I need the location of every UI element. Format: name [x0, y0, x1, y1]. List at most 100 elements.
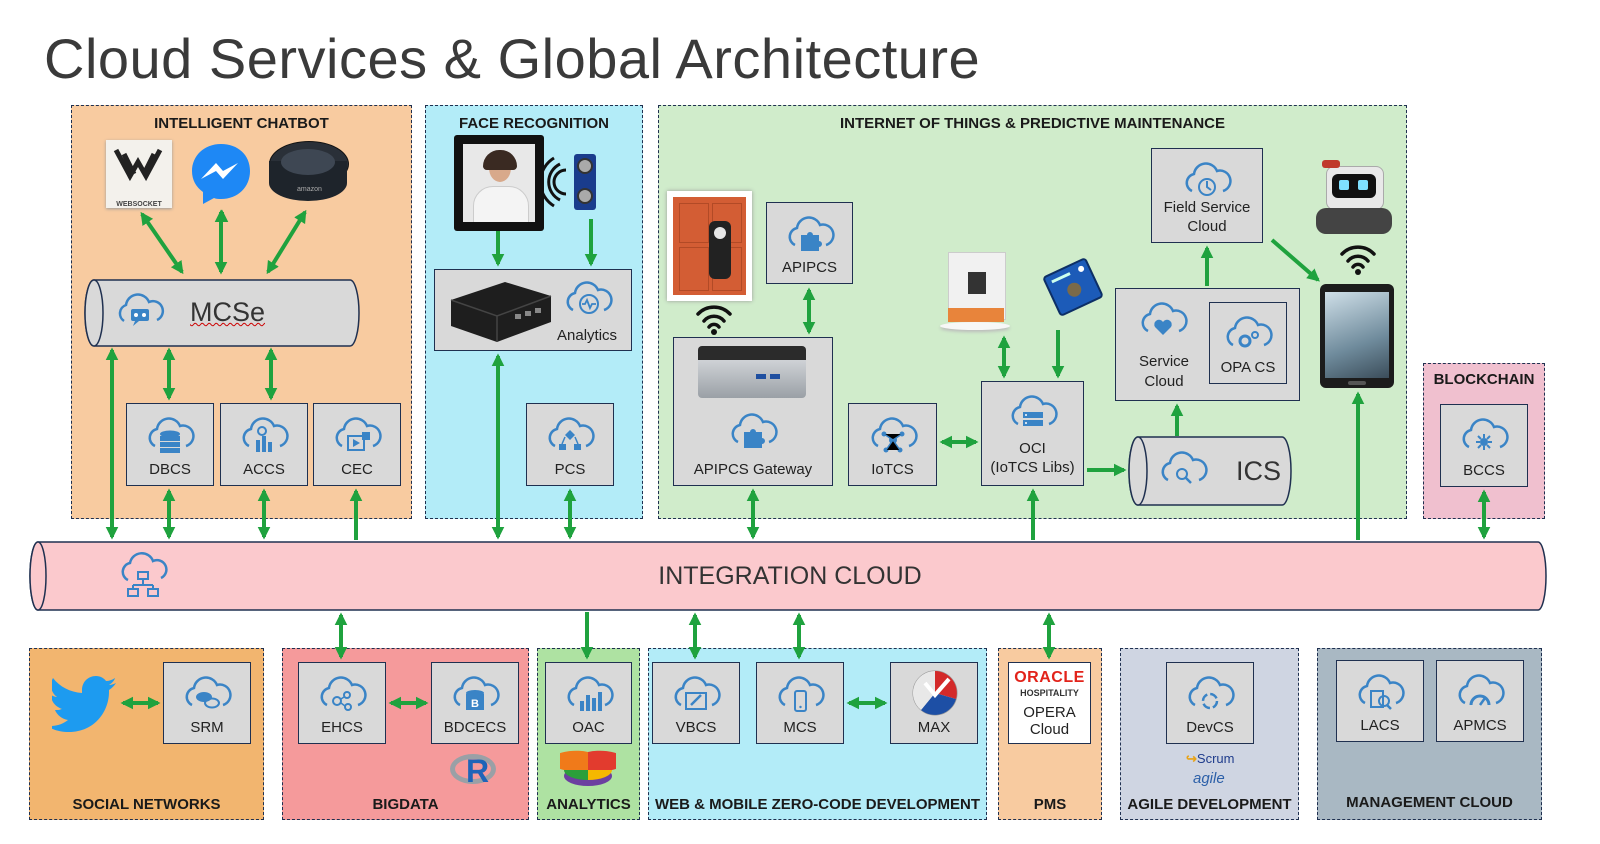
tablet-icon [1320, 284, 1394, 388]
panel-label: PMS [1033, 796, 1067, 813]
oci-line1: OCI [1019, 440, 1046, 457]
raspberry-box-icon [450, 282, 552, 342]
node-label: Analytics [557, 327, 618, 344]
wifi-icon [696, 305, 732, 335]
node-vbcs[interactable]: VBCS [652, 662, 740, 744]
mcse-cylinder [84, 279, 360, 347]
sensor-icon [544, 154, 596, 210]
node-ehcs[interactable]: EHCS [298, 662, 386, 744]
max-logo [912, 670, 958, 716]
node-label: SRM [190, 719, 224, 736]
node-label: DBCS [149, 461, 191, 478]
cloud-gear-icon [1226, 316, 1273, 348]
cloud-devops-icon [1188, 676, 1235, 710]
node-label: MCS [783, 719, 817, 736]
robot-icon [1312, 160, 1396, 240]
node-label: BCCS [1463, 462, 1505, 479]
node-label: PCS [554, 461, 586, 478]
node-pcs[interactable]: PCS [526, 403, 614, 486]
websocket-logo: WEBSOCKET [106, 140, 172, 208]
node-apipcs[interactable]: APIPCS [766, 202, 853, 284]
node-label: MAX [917, 719, 951, 736]
node-oac[interactable]: OAC [545, 662, 632, 744]
cloud-database-icon [148, 417, 195, 453]
node-label: APMCS [1453, 717, 1507, 734]
r-logo-letter: R [466, 753, 490, 789]
node-apipcs-gateway[interactable]: APIPCS Gateway [673, 337, 833, 486]
cloud-app-icon [242, 417, 289, 452]
node-label: APIPCS Gateway [693, 461, 813, 478]
cloud-hadoop-icon [320, 676, 367, 711]
node-label: DevCS [1186, 719, 1234, 736]
node-label: OCI (IoTCS Libs) [982, 439, 1083, 477]
field-service-line2: Cloud [1187, 218, 1227, 235]
node-devcs[interactable]: DevCS [1166, 662, 1254, 744]
node-label: BDCECS [443, 719, 507, 736]
service-cloud-line1: Service [1138, 353, 1190, 370]
twitter-icon [52, 676, 116, 732]
ics-label: ICS [1236, 456, 1282, 486]
node-label: LACS [1360, 717, 1400, 734]
cloud-chart-icon [567, 676, 614, 711]
echo-dot-icon: amazon [269, 141, 349, 205]
node-accs[interactable]: ACCS [220, 403, 308, 486]
panel-label: BIGDATA [372, 796, 439, 813]
node-lacs[interactable]: LACS [1336, 660, 1424, 742]
agile-logo: agile [1193, 770, 1225, 787]
field-service-line1: Field Service [1163, 199, 1251, 216]
node-srm[interactable]: SRM [163, 662, 251, 744]
svg-text:B: B [471, 698, 479, 710]
node-label: CEC [341, 461, 373, 478]
hospitality-label: HOSPITALITY [1020, 688, 1079, 698]
panel-label: BLOCKCHAIN [1433, 371, 1535, 388]
mini-pc-icon [698, 346, 806, 402]
cloud-server-icon [1011, 395, 1058, 426]
pie-chart-icon [560, 750, 616, 786]
messenger-icon [192, 144, 250, 204]
node-dbcs[interactable]: DBCS [126, 403, 214, 486]
websocket-label: WEBSOCKET [116, 201, 162, 208]
cloud-blockchain-icon [1462, 418, 1509, 450]
door-lock-icon [667, 191, 752, 301]
cloud-api-icon [788, 216, 835, 251]
cloud-heart-icon [1141, 302, 1188, 335]
node-iotcs[interactable]: IoTCS [848, 403, 937, 486]
page-title: Cloud Services & Global Architecture [44, 27, 981, 90]
opera-line2: Cloud [1029, 721, 1070, 738]
node-bdcecs[interactable]: B BDCECS [431, 662, 519, 744]
cloud-bigdata-icon: B [453, 676, 500, 710]
cloud-builder-icon [674, 676, 721, 710]
node-apmcs[interactable]: APMCS [1436, 660, 1524, 742]
oracle-logo: ORACLE [1014, 669, 1085, 686]
amazon-label: amazon [297, 186, 322, 193]
node-opa-cs[interactable]: OPA CS [1209, 302, 1287, 384]
oci-line2: (IoTCS Libs) [990, 459, 1075, 476]
panel-label: ANALYTICS [546, 796, 631, 813]
node-mcs[interactable]: MCS [756, 662, 844, 744]
node-max[interactable]: MAX [890, 662, 978, 744]
panel-label: SOCIAL NETWORKS [72, 796, 221, 813]
node-label: APIPCS [781, 259, 838, 276]
scrum-label: Scrum [1196, 751, 1235, 766]
node-label: VBCS [675, 719, 717, 736]
cloud-field-service-icon [1185, 162, 1232, 196]
node-oci[interactable]: OCI (IoTCS Libs) [981, 381, 1084, 486]
cloud-log-icon [1358, 674, 1405, 710]
node-analytics-device[interactable]: Analytics [434, 269, 632, 351]
integration-cloud-label: INTEGRATION CLOUD [658, 562, 922, 590]
panel-label: WEB & MOBILE ZERO-CODE DEVELOPMENT [654, 796, 980, 813]
cloud-chat-icon [185, 676, 232, 709]
scrum-logo: ↪Scrum [1186, 751, 1235, 766]
cloud-mobile-icon [778, 676, 825, 712]
node-label: EHCS [321, 719, 363, 736]
node-cec[interactable]: CEC [313, 403, 401, 486]
cloud-api-icon [731, 413, 778, 448]
thermostat-icon [940, 252, 1010, 332]
node-bccs[interactable]: BCCS [1440, 404, 1528, 487]
panel-label: INTERNET OF THINGS & PREDICTIVE MAINTENA… [839, 115, 1225, 132]
mcse-label: MCSe [190, 297, 266, 327]
